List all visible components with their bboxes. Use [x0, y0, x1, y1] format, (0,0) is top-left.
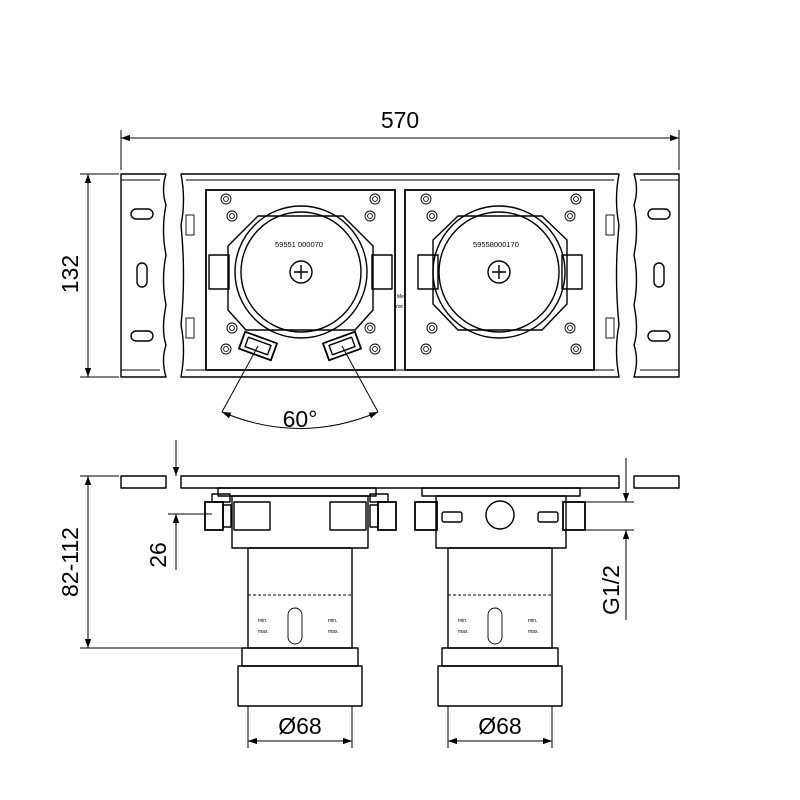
max-label-4: max.: [528, 629, 539, 635]
angled-outlet-left: [237, 330, 279, 362]
clip: [487, 607, 503, 645]
dim-570: 570: [120, 107, 680, 170]
outlet-left: [208, 254, 230, 290]
right-valve-side: min. max. min. max.: [414, 487, 586, 707]
slot: [185, 317, 195, 339]
outlet-left: [417, 254, 439, 290]
side-view: min. max. min. max. min. max. min. max.: [57, 440, 680, 748]
slot: [136, 262, 148, 288]
max-label-2: max.: [328, 629, 339, 635]
dim-angle: 60°: [221, 345, 379, 432]
cut-label: Me: [397, 294, 404, 300]
min-label: min.: [258, 618, 267, 624]
max-label: max.: [258, 629, 269, 635]
right-rail: [633, 173, 680, 378]
dim-diameter-right: Ø68: [447, 706, 553, 748]
dim-132: 132: [57, 173, 119, 378]
top-view: 59551 000070 Me inst: [57, 107, 680, 432]
cut-label-2: inst: [395, 304, 403, 310]
cross-screw: [289, 260, 313, 284]
dim-82-112: 82-112: [57, 475, 246, 649]
part-number-right: 59558000170: [473, 240, 519, 249]
slot: [130, 208, 154, 220]
left-valve-side: min. max. min. max.: [204, 487, 397, 707]
left-rail: [120, 173, 167, 378]
dim-82-112-label: 82-112: [57, 527, 83, 597]
min-label-2: min.: [328, 618, 337, 624]
angle-label: 60°: [283, 406, 318, 432]
slot: [185, 214, 195, 236]
left-module: 59551 000070 Me inst: [205, 189, 404, 371]
dim-26-label: 26: [145, 542, 171, 568]
slot: [605, 317, 615, 339]
rail-left-side: [120, 475, 167, 489]
dim-570-label: 570: [381, 107, 419, 133]
dim-26: 26: [145, 440, 212, 570]
slot: [653, 262, 665, 288]
slot: [647, 208, 671, 220]
min-label-4: min.: [528, 618, 537, 624]
angled-outlet-right: [321, 330, 363, 362]
screw-holes: [420, 193, 582, 355]
screw-holes: [220, 193, 381, 355]
dim-diameter-left: Ø68: [247, 706, 353, 748]
dim-g12-label: G1/2: [598, 565, 624, 615]
outlet-right: [371, 254, 393, 290]
diameter-right-label: Ø68: [478, 713, 521, 739]
right-module: 59558000170: [404, 189, 595, 371]
dim-132-label: 132: [57, 255, 83, 293]
outlet-right: [561, 254, 583, 290]
max-label-3: max.: [458, 629, 469, 635]
dim-g12: G1/2: [586, 458, 634, 620]
diameter-left-label: Ø68: [278, 713, 321, 739]
rail-right-side: [633, 475, 680, 489]
part-number-left: 59551 000070: [275, 240, 323, 249]
plate-side: [180, 475, 620, 489]
cross-screw: [487, 260, 511, 284]
clip: [287, 607, 303, 645]
min-label-3: min.: [458, 618, 467, 624]
slot: [647, 330, 671, 342]
slot: [130, 330, 154, 342]
slot: [605, 214, 615, 236]
